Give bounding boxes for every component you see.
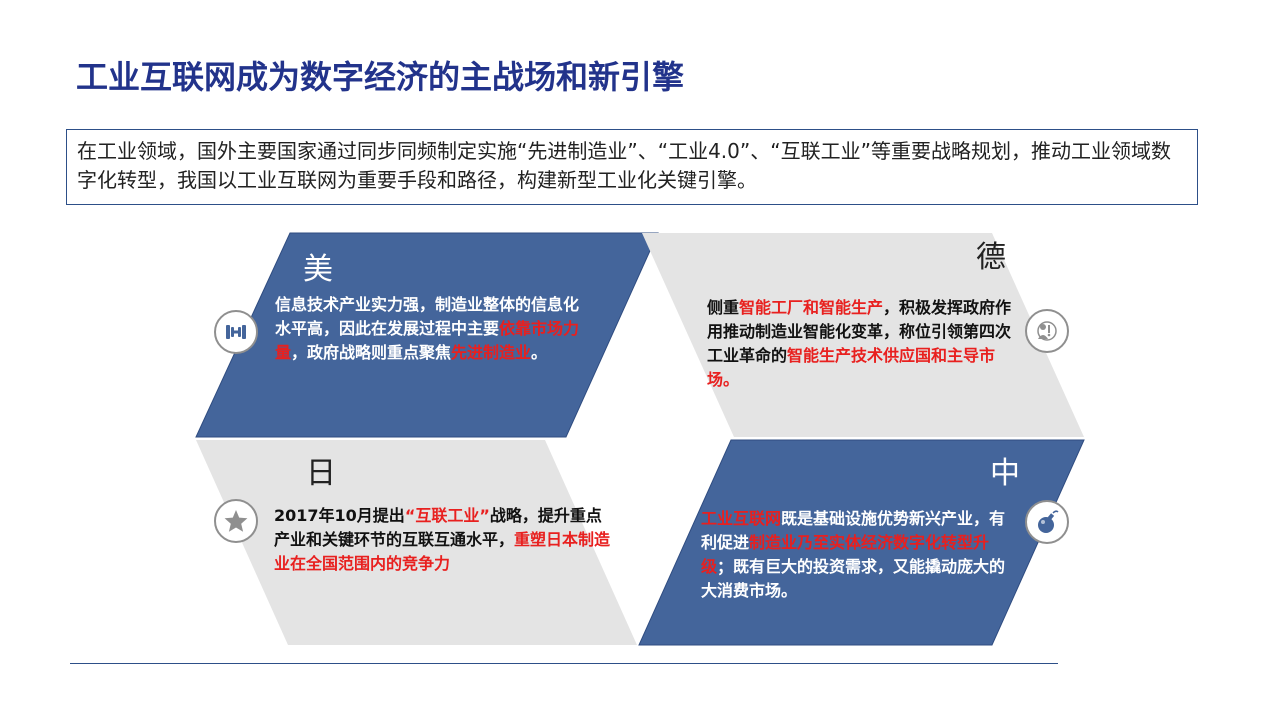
panel-japan-text-part: 2017年10月提出 [274, 506, 405, 525]
bomb-icon [1025, 500, 1069, 544]
panel-japan-text-part: 战略，提升重点产业和关键环节的互联互通水平， [274, 506, 602, 549]
panel-japan-highlight: 重塑日本制造业在全国范围内的竞争力 [274, 530, 611, 573]
panel-usa-heading: 美 [303, 252, 333, 287]
panel-china-shape [638, 439, 1085, 646]
bomb-icon-glyph [1038, 510, 1059, 533]
panel-usa-text-part: ，政府战略则重点聚焦 [291, 343, 452, 362]
panel-china-highlight: 工业互联网 [701, 509, 782, 528]
panel-china-text-part: ；既有巨大的投资需求，又能撬动庞大的大消费市场。 [701, 557, 1006, 600]
panel-usa-text: 信息技术产业实力强，制造业整体的信息化水平高，因此在发展过程中主要依靠市场力量，… [275, 293, 587, 365]
panel-usa-highlight: 依靠市场力量 [275, 319, 580, 362]
intro-text: 在工业领域，国外主要国家通过同步同频制定实施“先进制造业”、“工业4.0”、“互… [77, 139, 1171, 192]
panel-germany-text: 侧重智能工厂和智能生产，积极发挥政府作用推动制造业智能化变革，称位引领第四次工业… [707, 296, 1017, 392]
star-icon-glyph [224, 510, 248, 532]
panel-germany-highlight: 智能生产技术供应国和主导市场。 [707, 346, 996, 389]
person-gear-icon-glyph [1037, 321, 1057, 341]
panel-germany-shape [642, 233, 1084, 437]
bottom-divider [70, 663, 1058, 664]
panel-china-heading: 中 [990, 456, 1020, 491]
panel-usa-text-part: 信息技术产业实力强，制造业整体的信息化水平高，因此在发展过程中主要 [275, 295, 580, 338]
panel-japan-highlight: “互联工业” [404, 506, 490, 525]
panel-usa-shape [195, 232, 659, 438]
person-gear-icon [1025, 309, 1069, 353]
panel-germany-heading: 德 [976, 240, 1006, 275]
panel-usa-text-part: 。 [531, 343, 548, 362]
panel-japan-heading: 日 [306, 456, 336, 491]
slide-title: 工业互联网成为数字经济的主战场和新引擎 [76, 58, 685, 96]
panel-japan-shape [196, 440, 637, 645]
panel-china-highlight: 制造业乃至实体经济数字化转型升级 [701, 533, 990, 576]
panel-germany-highlight: 智能工厂和智能生产 [739, 298, 884, 317]
panel-germany-text-part: 侧重 [707, 298, 740, 317]
intro-text-box: 在工业领域，国外主要国家通过同步同频制定实施“先进制造业”、“工业4.0”、“互… [66, 129, 1198, 205]
panel-germany-text-part: ，积极发挥政府作用推动制造业智能化变革，称位引领第四次工业革命的 [707, 298, 1012, 365]
star-icon [214, 499, 258, 543]
panel-japan-text: 2017年10月提出“互联工业”战略，提升重点产业和关键环节的互联互通水平，重塑… [274, 504, 612, 576]
panel-china-text: 工业互联网既是基础设施优势新兴产业，有利促进制造业乃至实体经济数字化转型升级；既… [701, 507, 1013, 603]
panel-china-text-part: 既是基础设施优势新兴产业，有利促进 [701, 509, 1006, 552]
dumbbell-icon-glyph [226, 325, 246, 339]
panel-usa-highlight: 先进制造业 [451, 343, 532, 362]
dumbbell-icon [214, 310, 258, 354]
